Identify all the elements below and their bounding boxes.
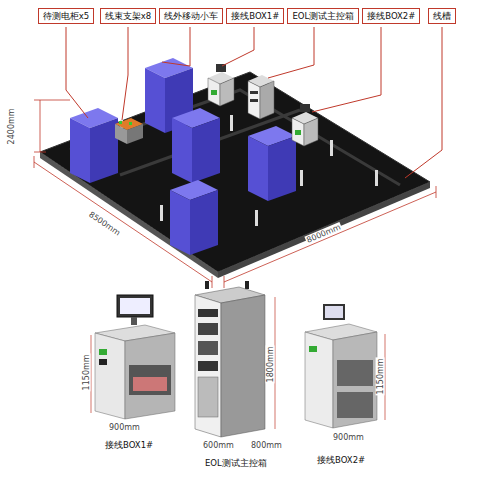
box1-small	[208, 64, 234, 106]
leader-line	[66, 27, 442, 178]
label-holder: 900mm	[332, 434, 365, 443]
callout-text: 接线BOX2#	[367, 11, 415, 21]
floor	[40, 72, 430, 272]
dimension-label: 1150mm	[376, 357, 385, 395]
callout-box: 线槽	[428, 8, 456, 24]
callout-text: 接线BOX1#	[231, 11, 279, 21]
callout-box: 待测电柜x5	[38, 8, 94, 24]
dimension-label: 8500mm	[86, 209, 122, 238]
label-holder: 600mm	[202, 442, 235, 451]
cabinet	[70, 58, 296, 255]
callout-text: EOL测试主控箱	[292, 11, 354, 21]
label-holder: 接线BOX1#	[104, 441, 154, 450]
eol-small	[248, 75, 274, 119]
dimension-label: 600mm	[202, 441, 235, 450]
label-holder: 800mm	[250, 442, 283, 451]
callout-text: 线外移动小车	[164, 11, 218, 21]
mobile-cart	[115, 118, 143, 144]
callout-text: 线束支架x8	[105, 11, 151, 21]
dimension-label: 900mm	[332, 433, 365, 442]
label-holder: 1150mm	[377, 357, 386, 395]
equipment-caption: 接线BOX1#	[104, 440, 154, 450]
label-holder: 900mm	[108, 424, 141, 433]
callout-box: 接线BOX1#	[226, 8, 284, 24]
callout-box: 线外移动小车	[159, 8, 223, 24]
equipment-caption: 接线BOX2#	[316, 455, 366, 465]
callout-box: 接线BOX2#	[362, 8, 420, 24]
label-holder: 1150mm	[83, 353, 92, 391]
label-holder: 1800mm	[267, 345, 276, 383]
callout-box: EOL测试主控箱	[287, 8, 359, 24]
dimension-label: 800mm	[250, 441, 283, 450]
box2-small	[292, 104, 318, 146]
label-holder: 8500mm	[86, 210, 122, 239]
dimension-label: 1150mm	[82, 353, 91, 391]
box1-illustration	[91, 295, 175, 419]
box2-illustration	[305, 304, 385, 428]
callout-text: 线槽	[433, 11, 451, 21]
dimension-line	[34, 100, 436, 288]
label-holder: 接线BOX2#	[316, 456, 366, 465]
dimension-label: 2400mm	[7, 107, 16, 145]
callout-text: 待测电柜x5	[43, 11, 89, 21]
dimension-label: 1800mm	[266, 345, 275, 383]
callout-box: 线束支架x8	[100, 8, 156, 24]
eol-illustration	[195, 281, 275, 437]
equipment-caption: EOL测试主控箱	[204, 458, 268, 468]
dimension-label: 900mm	[108, 423, 141, 432]
label-holder: EOL测试主控箱	[204, 459, 268, 468]
label-holder: 2400mm	[8, 107, 17, 145]
